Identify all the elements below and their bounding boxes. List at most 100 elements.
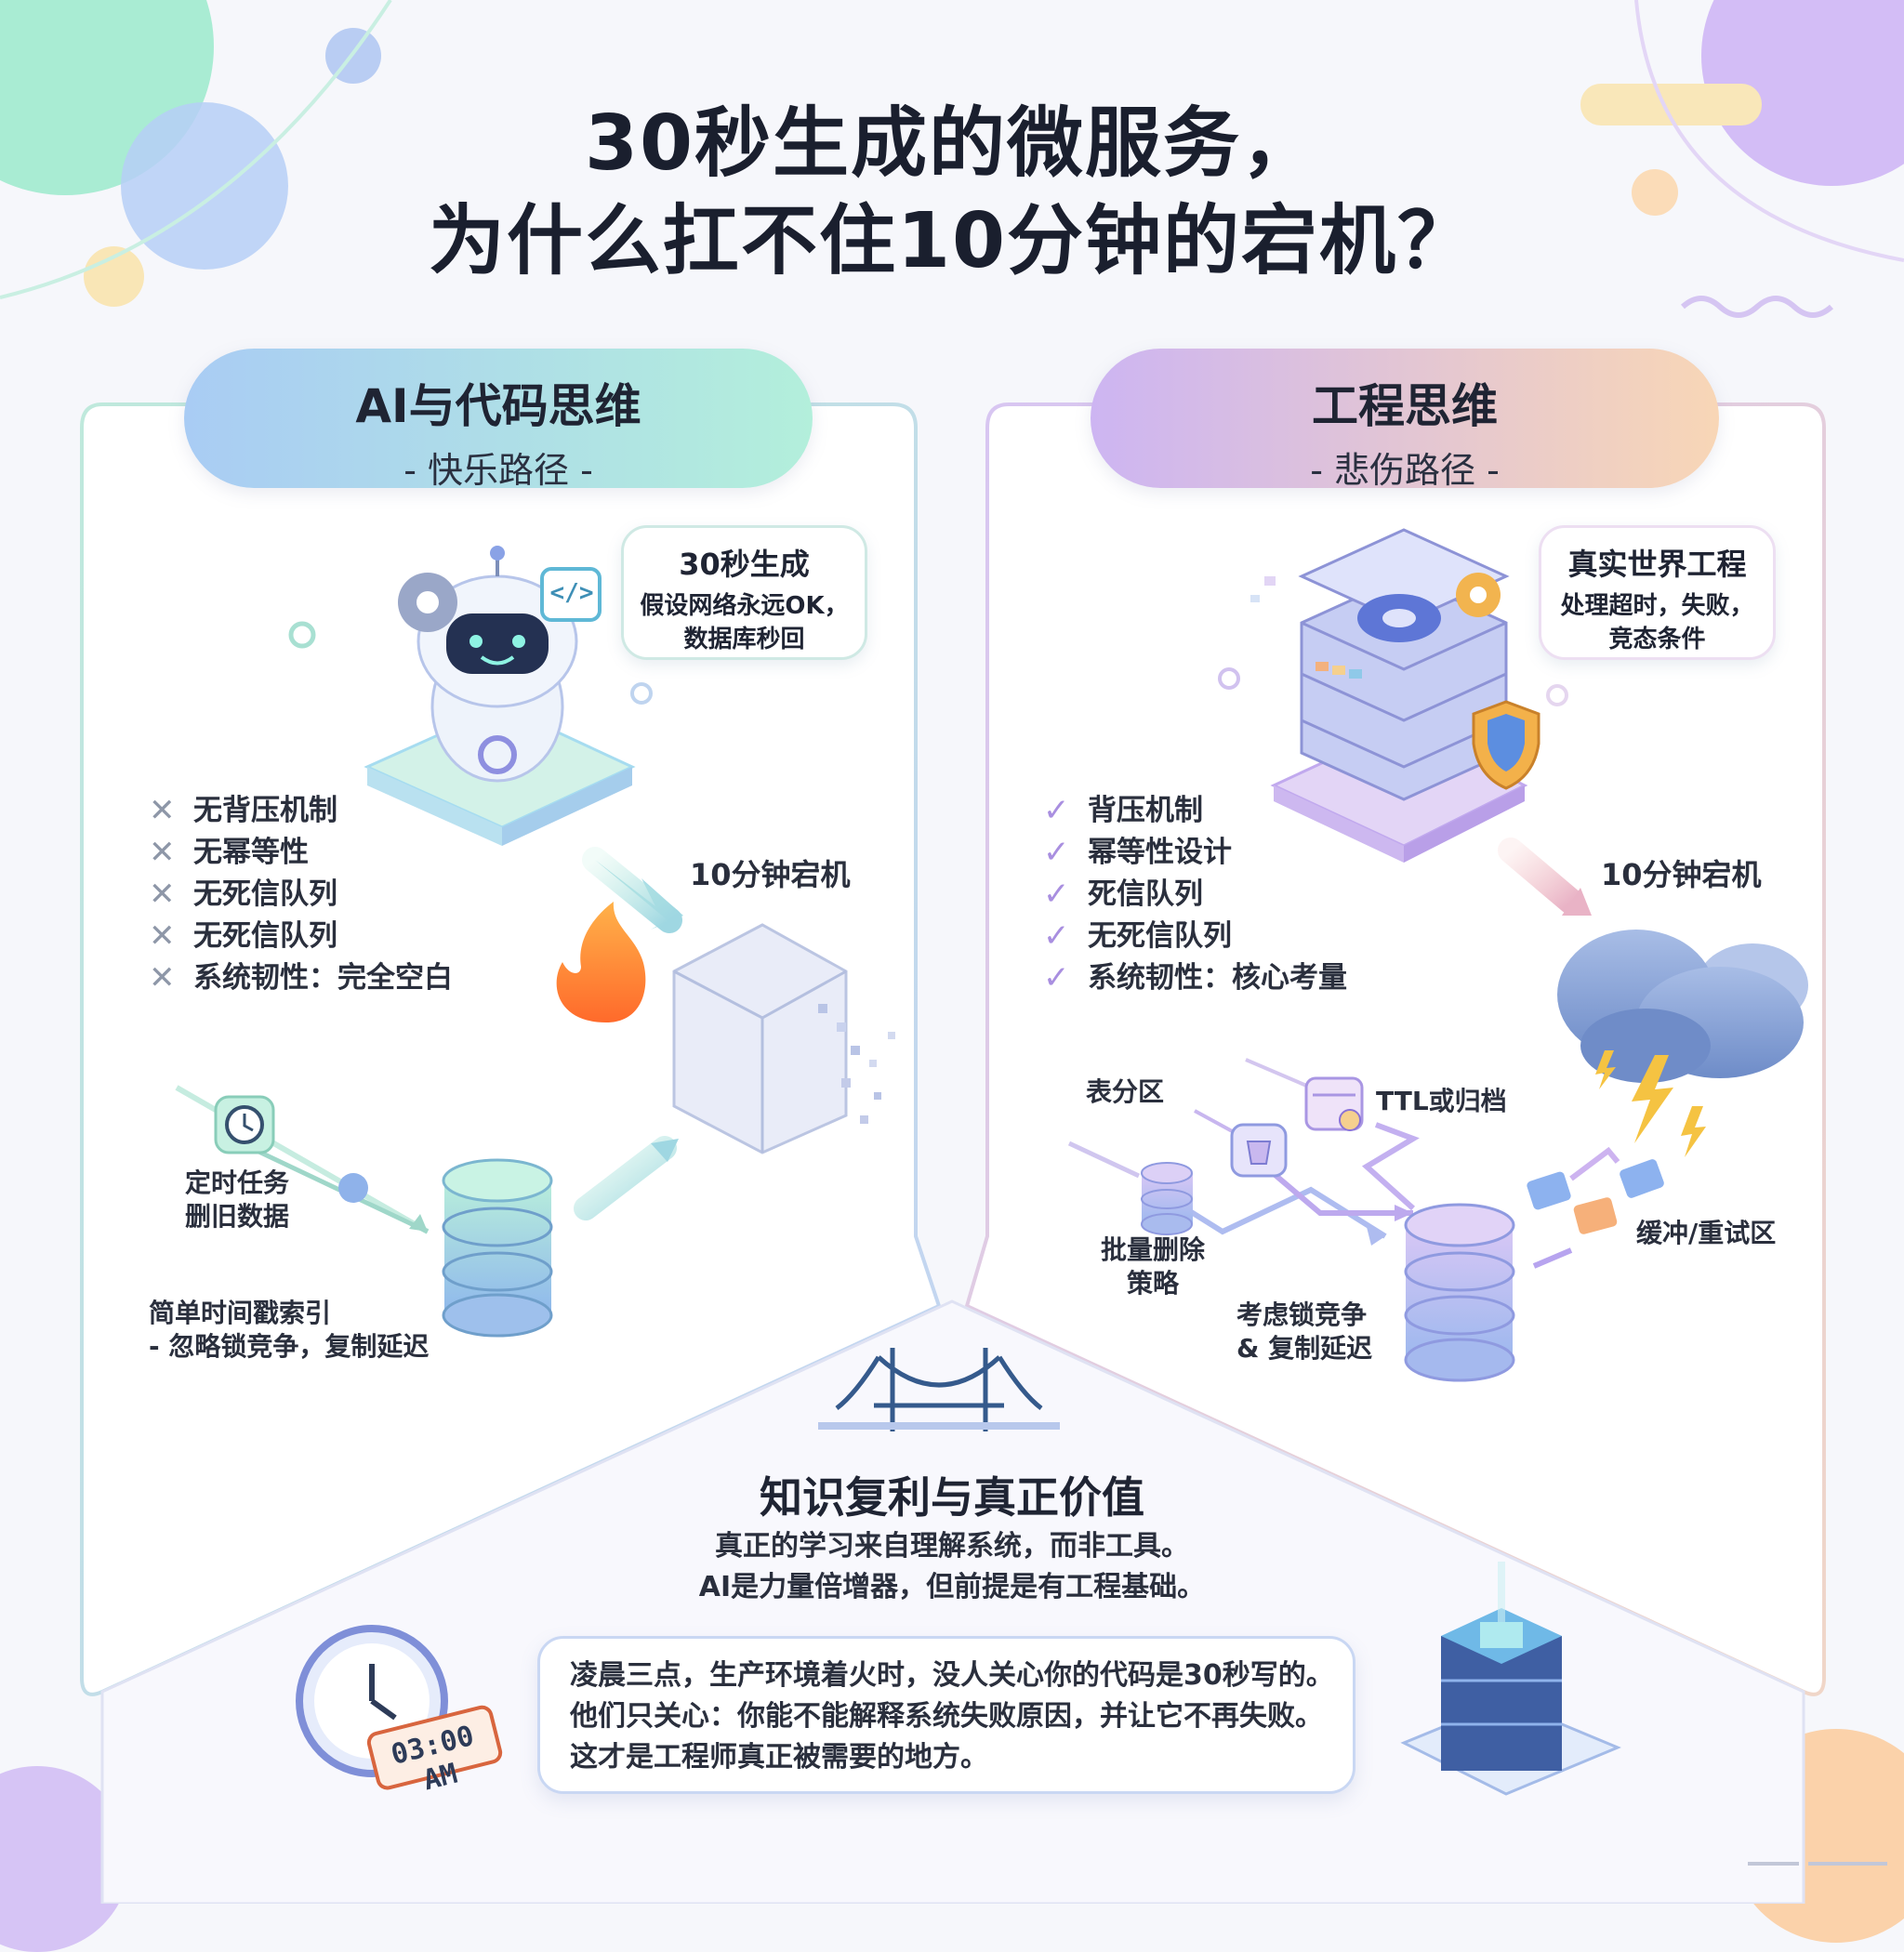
arrow-to-cloud-head	[1562, 888, 1592, 916]
deco-circle-blue	[121, 102, 288, 270]
list-item: ✕ 无背压机制	[149, 790, 453, 832]
flame-icon	[556, 902, 646, 1022]
code-icon-text: </>	[549, 579, 594, 607]
lock-contention-label-line: & 复制延迟	[1236, 1333, 1373, 1364]
check-icon: ✓	[1043, 834, 1070, 871]
right-panel	[964, 402, 1826, 1696]
right-header-title: 工程思维	[1312, 379, 1498, 433]
index-label-line: - 忽略锁竞争，复制延迟	[149, 1331, 430, 1362]
list-item: ✓背压机制	[1043, 790, 1347, 832]
list-item: ✕ 无死信队列	[149, 916, 453, 957]
check-icon: ✓	[1043, 917, 1070, 955]
left-bubble-line: 假设网络永远OK，	[640, 592, 849, 620]
bucket-icon	[1230, 1123, 1288, 1178]
server-icon-bottom	[1400, 1562, 1621, 1796]
list-item-label: 无死信队列	[193, 919, 337, 953]
page-title-line1: 30秒生成的微服务，	[584, 99, 1320, 188]
right-speech-bubble: 真实世界工程 处理超时，失败， 竞态条件	[1539, 525, 1776, 660]
right-outage-label: 10分钟宕机	[1601, 857, 1762, 892]
list-item: ✓ 幂等性设计	[1043, 832, 1347, 874]
cron-label-line: 定时任务	[184, 1167, 289, 1198]
page-title-line2: 为什么扛不住10分钟的宕机？	[428, 197, 1476, 285]
list-item: ✓ 死信队列	[1043, 874, 1347, 916]
deco-ring-left	[288, 621, 316, 649]
check-icon: ✓	[1043, 792, 1070, 829]
left-issue-list: ✕ 无背压机制 ✕无幂等性 ✕ 无死信队列 ✕ 无死信队列 ✕ 系统韧性：完全空白	[149, 790, 453, 999]
bridge-icon	[835, 1348, 1043, 1431]
arrow-to-cloud	[1498, 838, 1584, 915]
list-item-label: 系统韧性：完全空白	[193, 961, 453, 995]
list-item-label: 无死信队列	[193, 877, 337, 911]
list-item-label: 死信队列	[1088, 877, 1203, 911]
list-item: ✓ 系统韧性：核心考量	[1043, 957, 1347, 999]
buffer-retry-label: 缓冲/重试区	[1636, 1218, 1777, 1248]
left-header-subtitle: - 快乐路径 -	[403, 450, 593, 491]
cross-icon: ✕	[149, 792, 176, 829]
partition-flow	[1067, 1058, 1420, 1246]
database-icon-small	[1141, 1162, 1193, 1235]
deco-circle-peach	[1632, 169, 1678, 216]
server-stack-icon	[1270, 528, 1528, 863]
mail-icons	[1527, 1146, 1664, 1269]
deco-pixel	[1250, 595, 1260, 602]
bottom-panel	[100, 1299, 1805, 1904]
partition-label: 表分区	[1086, 1076, 1165, 1107]
deco-ring-right	[1218, 667, 1240, 690]
batch-delete-label: 批量删除 策略	[1092, 1233, 1213, 1300]
gear-icon	[398, 573, 457, 632]
list-item: ✕ 系统韧性：完全空白	[149, 957, 453, 999]
left-header-pill: AI与代码思维 - 快乐路径 -	[184, 349, 813, 491]
storm-cloud-icon	[1557, 930, 1808, 1157]
gear-icon-orange-hole	[1470, 587, 1487, 603]
right-feature-list: ✓背压机制 ✓ 幂等性设计 ✓ 死信队列 ✓无死信队列 ✓ 系统韧性：核心考量	[1043, 790, 1347, 999]
deco-squiggle-right	[1680, 296, 1834, 318]
panel-graphics	[0, 0, 1904, 1904]
quote-line: 凌晨三点，生产环境着火时，没人关心你的代码是30秒写的。	[570, 1659, 1334, 1692]
bottom-subtitle-line: AI是力量倍增器，但前提是有工程基础。	[698, 1571, 1206, 1603]
bottom-title: 知识复利与真正价值	[760, 1472, 1144, 1523]
left-outage-label: 10分钟宕机	[690, 857, 851, 892]
right-header-pill: 工程思维 - 悲伤路径 -	[1091, 349, 1719, 491]
arrow-to-cube-shaft	[582, 847, 682, 933]
deco-arc-right	[1634, 0, 1904, 262]
check-icon: ✓	[1043, 959, 1070, 996]
cross-icon: ✕	[149, 876, 176, 913]
list-item: ✓无死信队列	[1043, 916, 1347, 957]
alarm-clock-icon	[214, 1095, 275, 1154]
index-label: 简单时间戳索引 - 忽略锁竞争，复制延迟	[149, 1297, 429, 1364]
cron-label: 定时任务 删旧数据	[167, 1167, 307, 1233]
left-bubble-line: 数据库秒回	[683, 626, 805, 653]
deco-pixel	[1264, 576, 1276, 586]
left-speech-bubble: 30秒生成 假设网络永远OK， 数据库秒回	[621, 525, 867, 660]
lock-contention-label: 考虑锁竞争 & 复制延迟	[1236, 1299, 1372, 1365]
bubble-tail-dot-left	[630, 682, 653, 705]
quote-box: 凌晨三点，生产环境着火时，没人关心你的代码是30秒写的。 他们只关心：你能不能解…	[537, 1636, 1355, 1794]
batch-delete-label-line: 策略	[1126, 1268, 1179, 1299]
deco-arc-left	[0, 0, 392, 299]
quote-line: 这才是工程师真正被需要的地方。	[570, 1741, 988, 1774]
bubble-tail-dot-right	[1546, 684, 1568, 706]
right-bubble-line: 处理超时，失败，	[1560, 592, 1754, 620]
arrow-db-to-cube-head	[651, 1139, 679, 1162]
robot-icon	[364, 546, 636, 846]
ttl-label: TTL或归档	[1376, 1086, 1507, 1116]
left-panel	[80, 402, 942, 1696]
cross-icon: ✕	[149, 959, 176, 996]
check-icon: ✓	[1043, 876, 1070, 913]
cross-icon: ✕	[149, 917, 176, 955]
shield-icon	[1472, 700, 1540, 790]
database-icon-right	[1404, 1203, 1515, 1382]
index-label-line: 简单时间戳索引	[149, 1298, 332, 1328]
code-icon	[540, 567, 602, 622]
cross-icon: ✕	[149, 834, 176, 871]
quote-line: 他们只关心：你能不能解释系统失败原因，并让它不再失败。	[570, 1700, 1323, 1733]
lock-contention-label-line: 考虑锁竞争	[1236, 1299, 1368, 1330]
clock-sign	[366, 1705, 503, 1790]
right-bubble-line: 竞态条件	[1608, 626, 1706, 653]
list-item-label: 系统韧性：核心考量	[1088, 961, 1347, 995]
list-item-label: 幂等性设计	[1088, 836, 1232, 869]
list-item: ✕ 无死信队列	[149, 874, 453, 916]
bridge-base	[818, 1422, 1060, 1430]
list-item-label: 无背压机制	[193, 794, 337, 827]
list-item: ✕无幂等性	[149, 832, 453, 874]
